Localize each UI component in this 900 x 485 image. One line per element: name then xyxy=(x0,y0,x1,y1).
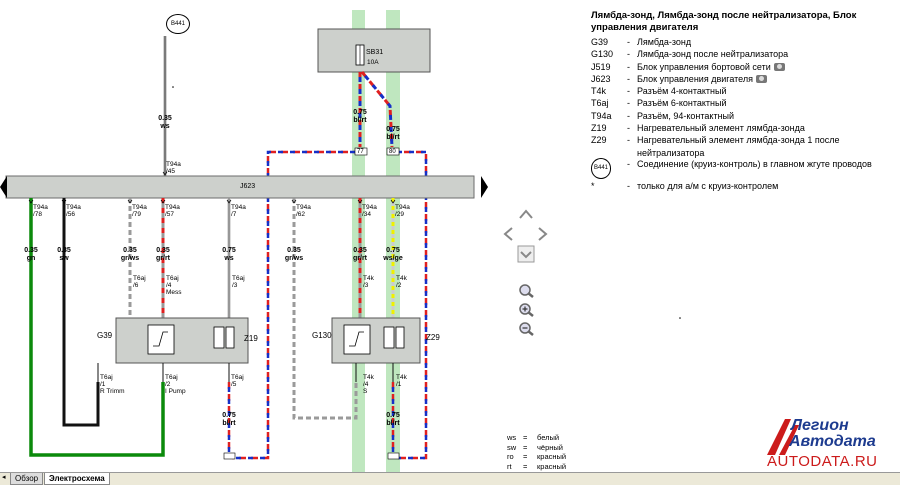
connector-label: T4k/1 xyxy=(396,374,407,388)
pin-top-3: 80 xyxy=(389,149,396,155)
bus-pin: T94a/56 xyxy=(66,204,81,218)
bus-arrow-right xyxy=(481,176,488,198)
zoom-in-icon[interactable] xyxy=(518,302,536,318)
legend-row: T4k-Разъём 4-контактный xyxy=(591,86,727,97)
photo-icon[interactable] xyxy=(756,74,767,83)
pan-right-button[interactable] xyxy=(536,225,550,243)
wiring-diagram xyxy=(0,10,681,472)
connector-label: T6aj/6 xyxy=(133,275,146,289)
fuse-rating: 10A xyxy=(367,59,379,66)
pan-down-button[interactable] xyxy=(517,245,535,263)
zoom-out-icon[interactable] xyxy=(518,321,536,337)
tab-wiring-diagram[interactable]: Электросхема xyxy=(44,473,110,485)
logo-line2: Автодата xyxy=(789,433,876,450)
bus-pin: T94a/79 xyxy=(132,204,147,218)
bus-pin: T94a/78 xyxy=(33,204,48,218)
bus-pin: T94a/62 xyxy=(296,204,311,218)
tab-scroll-arrows[interactable]: ◂ xyxy=(2,474,6,481)
bus-arrow-left xyxy=(0,176,7,198)
legend-row: J519-Блок управления бортовой сети xyxy=(591,61,896,73)
tab-overview[interactable]: Обзор xyxy=(10,473,44,485)
photo-icon[interactable] xyxy=(773,62,785,71)
legend-title: Лямбда-зонд, Лямбда-зонд после нейтрализ… xyxy=(591,10,857,33)
connection-badge-b441: B441 xyxy=(166,14,190,34)
component-id-z19: Z19 xyxy=(244,334,258,343)
component-id-g130: G130 xyxy=(312,331,332,340)
bus-pin: T94a/57 xyxy=(165,204,180,218)
connector-label: T6aj/3 xyxy=(232,275,245,289)
pin-top-1: T94a/45 xyxy=(166,161,181,175)
logo-url: AUTODATA.RU xyxy=(767,453,878,470)
heater-symbol-z19 xyxy=(213,326,225,349)
bus-pin: T94a/34 xyxy=(362,204,377,218)
legend-row: Z19-Нагревательный элемент лямбда-зонда xyxy=(591,123,805,134)
legend-row: T6aj-Разъём 6-контактный xyxy=(591,98,727,109)
legend-row: G39-Лямбда-зонд xyxy=(591,37,692,47)
connector-label: T4k/3 xyxy=(363,275,374,289)
heater-symbol-z29 xyxy=(383,326,395,349)
legend-row: T94a-Разъём, 94-контактный xyxy=(591,110,735,121)
component-id-z29: Z29 xyxy=(426,333,440,342)
legend-badge-b441: B441 xyxy=(591,158,612,179)
fuse-label: SB31 xyxy=(366,49,384,56)
bus-pin: T94a/7 xyxy=(231,204,246,218)
pin-top-2: 77 xyxy=(357,149,364,155)
bus-label: J623 xyxy=(240,183,256,190)
connector-label: T4k/2 xyxy=(396,275,407,289)
connector-label: T6aj/5 xyxy=(231,374,244,388)
legend-row: G130-Лямбда-зонд после нейтрализатора xyxy=(591,49,789,60)
legend-row: *-только для а/м с круиз-контролем xyxy=(591,181,779,192)
pan-up-button[interactable] xyxy=(517,207,535,221)
legend-row: Z29-Нагревательный элемент лямбда-зонда … xyxy=(591,135,840,158)
component-legend: Лямбда-зонд, Лямбда-зонд после нейтрализ… xyxy=(591,10,896,193)
legion-autodata-logo: Легион Автодата AUTODATA.RU xyxy=(765,415,897,471)
legend-row: B441-Соединение (круиз-контроль) в главн… xyxy=(591,158,896,180)
wire-color-legend: ws=белый sw=чёрный ro=красный rt=красный xyxy=(507,433,567,471)
component-id-g39: G39 xyxy=(97,331,113,340)
legend-row: J623-Блок управления двигателя xyxy=(591,73,896,85)
sheet-tabs: ◂ Обзор Электросхема xyxy=(0,472,900,485)
zoom-fit-icon[interactable] xyxy=(518,283,536,299)
fuse-box xyxy=(317,28,431,73)
pan-left-button[interactable] xyxy=(501,225,515,243)
logo-line1: Легион xyxy=(791,417,849,434)
bus-pin: T94a/29 xyxy=(395,204,410,218)
